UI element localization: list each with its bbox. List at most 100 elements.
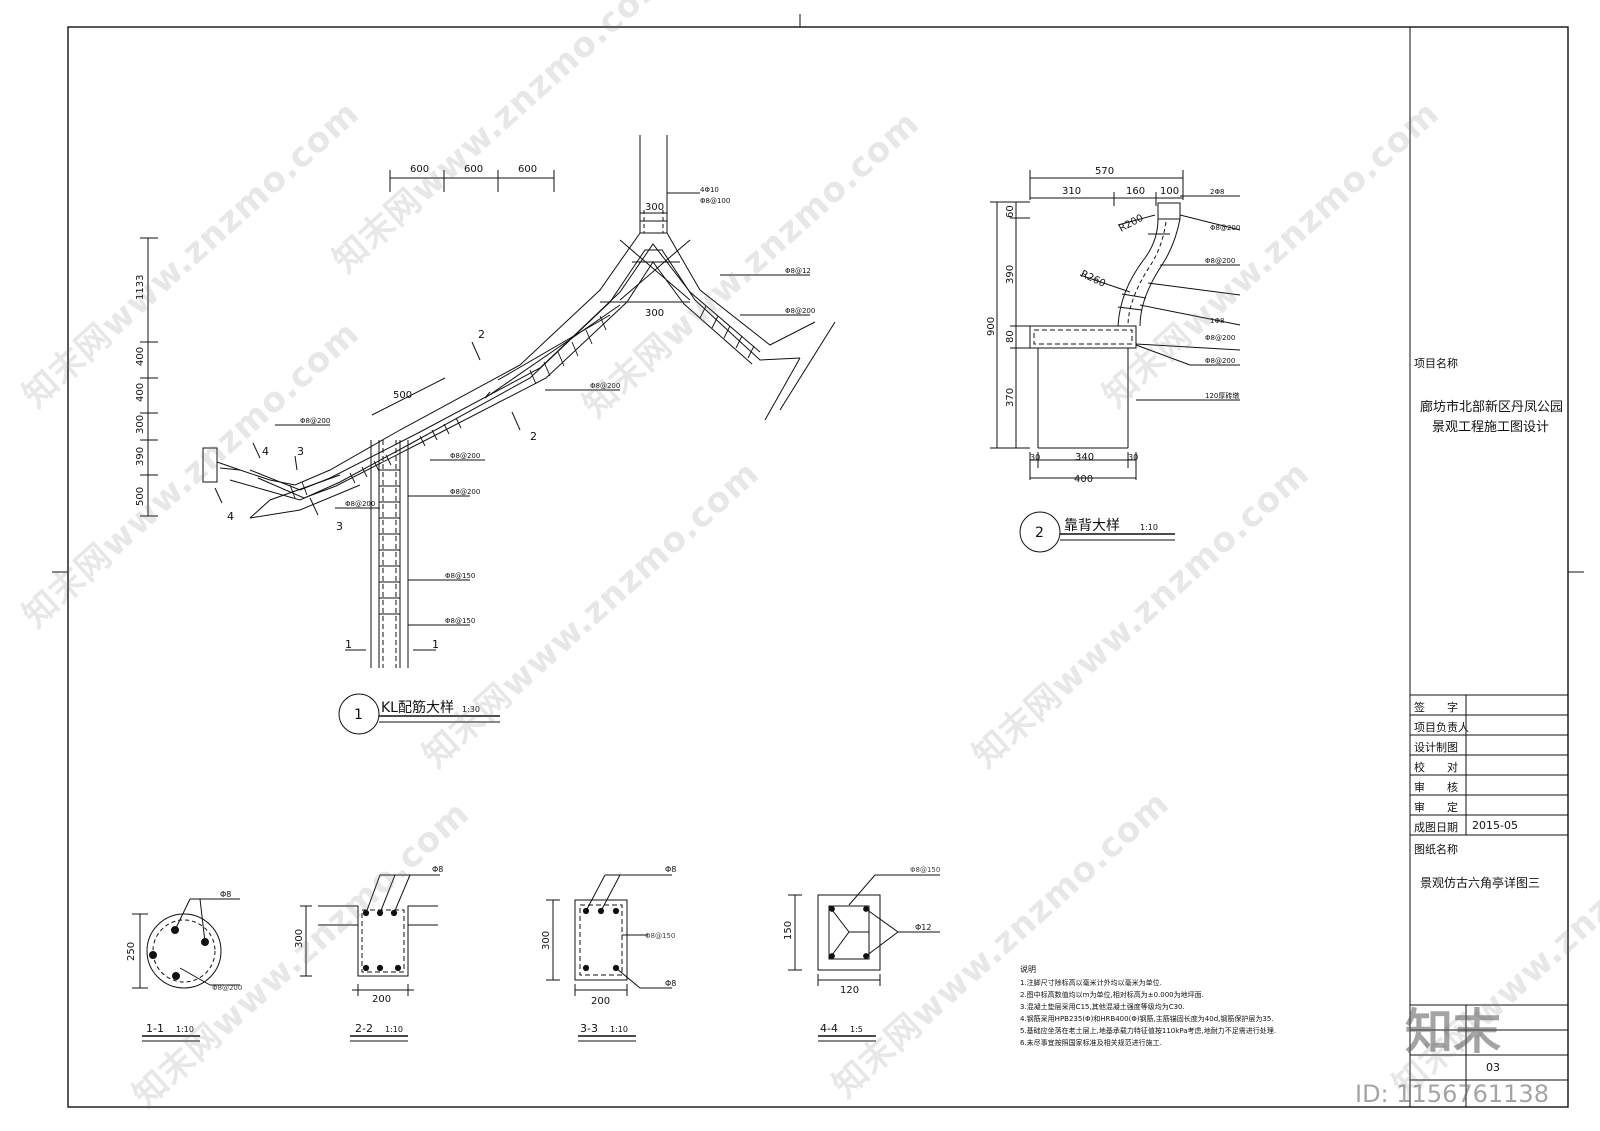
rebar-label-5: Φ8@200 — [590, 382, 620, 390]
sec3-scale: 1:10 — [610, 1025, 628, 1034]
sec4-label-1: Φ8@150 — [910, 866, 940, 874]
sec1-dim: 250 — [126, 942, 137, 961]
seat-detail — [990, 170, 1241, 553]
seat-dim-60: 60 — [1005, 205, 1016, 218]
notes-line-6: 6.未尽事宜按照国家标准及相关规范进行施工. — [1020, 1038, 1162, 1047]
detail-1-title: KL配筋大样 — [381, 699, 454, 716]
notes-line-3: 3.混凝土垫层采用C15,其他混凝土强度等级均为C30. — [1020, 1002, 1185, 1011]
sec2-label-1: Φ8 — [432, 865, 443, 874]
notes-line-4: 4.钢筋采用HPB235(Φ)和HRB400(Φ)钢筋,主筋锚固长度为40d,钢… — [1020, 1014, 1274, 1023]
project-name-line2: 景观工程施工图设计 — [1432, 420, 1550, 435]
sheet-number: 03 — [1486, 1061, 1500, 1074]
dim-left-1133: 1133 — [135, 275, 146, 300]
section-mark-1b: 1 — [432, 638, 439, 651]
section-4-4 — [788, 874, 940, 1042]
seat-dim-310: 310 — [1062, 186, 1081, 197]
sheet-frame — [67, 26, 1569, 1108]
sec4-dim-150: 150 — [783, 921, 794, 940]
dim-left-390: 390 — [135, 447, 146, 466]
dim-left-400b: 400 — [135, 383, 146, 402]
image-id: ID: 1156761138 — [1355, 1080, 1549, 1108]
seat-label-4: 1Φ8 — [1210, 317, 1224, 325]
row-label-checker: 校 对 — [1414, 761, 1458, 774]
seat-dim-900: 900 — [986, 317, 997, 336]
seat-dim-100: 100 — [1160, 186, 1179, 197]
rebar-label-11: Φ8@200 — [345, 500, 375, 508]
post-width-mid: 300 — [645, 308, 664, 319]
row-label-reviewer: 审 核 — [1414, 781, 1458, 794]
seat-dim-30a: 30 — [1030, 453, 1040, 462]
sec3-dim-300: 300 — [541, 931, 552, 950]
dim-left-400a: 400 — [135, 347, 146, 366]
project-label: 项目名称 — [1414, 357, 1458, 370]
detail-2-number: 2 — [1035, 525, 1044, 541]
sec1-label-2: Φ8@200 — [212, 984, 242, 992]
seat-dim-160: 160 — [1126, 186, 1145, 197]
drawing-label: 图纸名称 — [1414, 843, 1458, 856]
row-label-sign: 签 字 — [1414, 701, 1458, 714]
rebar-label-3: Φ8@12 — [785, 267, 811, 275]
sec4-title: 4-4 — [820, 1022, 838, 1035]
detail-2-title: 靠背大样 — [1064, 518, 1120, 534]
sec2-title: 2-2 — [355, 1022, 373, 1035]
post-width-top: 300 — [645, 202, 664, 213]
row-value-date: 2015-05 — [1472, 819, 1518, 832]
seat-dim-370: 370 — [1005, 388, 1016, 407]
sec2-scale: 1:10 — [385, 1025, 403, 1034]
seat-r260: R260 — [1079, 269, 1107, 290]
sec3-label-2: Φ8@150 — [645, 932, 675, 940]
detail-1-number: 1 — [354, 707, 363, 723]
seat-label-1: 2Φ8 — [1210, 188, 1224, 196]
section-mark-1a: 1 — [345, 638, 352, 651]
seat-dim-30b: 30 — [1128, 453, 1138, 462]
seat-dim-340: 340 — [1075, 452, 1094, 463]
dim-top-1: 600 — [410, 164, 429, 175]
seat-label-2: Φ8@200 — [1210, 224, 1240, 232]
row-label-lead: 项目负责人 — [1414, 721, 1469, 734]
rebar-label-8: Φ8@150 — [445, 572, 475, 580]
row-label-drafter: 设计制图 — [1414, 741, 1458, 754]
row-label-approver: 审 定 — [1414, 801, 1458, 814]
dim-left-300: 300 — [135, 415, 146, 434]
brand-logo: 知末 — [1405, 1004, 1502, 1060]
seat-label-6: Φ8@200 — [1205, 357, 1235, 365]
sec2-dim-300: 300 — [294, 929, 305, 948]
sec1-label-1: Φ8 — [220, 890, 231, 899]
sec3-dim-200: 200 — [591, 996, 610, 1007]
row-label-date: 成图日期 — [1414, 821, 1458, 834]
sec2-dim-200: 200 — [372, 994, 391, 1005]
dim-left-500: 500 — [135, 487, 146, 506]
seat-dim-total: 570 — [1095, 166, 1114, 177]
seat-label-7: 120厚砖墩 — [1205, 391, 1239, 400]
section-mark-3a: 3 — [297, 445, 304, 458]
seat-label-5: Φ8@200 — [1205, 334, 1235, 342]
sec3-title: 3-3 — [580, 1022, 598, 1035]
rebar-label-9: Φ8@150 — [445, 617, 475, 625]
section-mark-2a: 2 — [478, 328, 485, 341]
section-1-1 — [132, 898, 240, 1042]
sec3-label-3: Φ8 — [665, 979, 676, 988]
dim-top-3: 600 — [518, 164, 537, 175]
section-mark-4b: 4 — [227, 510, 234, 523]
section-mark-3b: 3 — [336, 520, 343, 533]
section-mark-2b: 2 — [530, 430, 537, 443]
seat-dim-80: 80 — [1005, 330, 1016, 343]
drawing-name: 景观仿古六角亭详图三 — [1420, 876, 1541, 890]
sec3-label-1: Φ8 — [665, 865, 676, 874]
kl-detail — [140, 135, 836, 735]
rebar-label-6: Φ8@200 — [450, 452, 480, 460]
sec1-scale: 1:10 — [176, 1025, 194, 1034]
dim-500-slope: 500 — [393, 390, 412, 401]
rebar-label-2: Φ8@100 — [700, 197, 730, 205]
rebar-label-7: Φ8@200 — [450, 488, 480, 496]
section-mark-4a: 4 — [262, 445, 269, 458]
seat-label-3: Φ8@200 — [1205, 257, 1235, 265]
rebar-label-10: Φ8@200 — [300, 417, 330, 425]
seat-dim-390: 390 — [1005, 265, 1016, 284]
section-3-3 — [546, 874, 672, 1042]
section-2-2 — [300, 874, 440, 1042]
notes-line-1: 1.注脚尺寸除标高以毫米计外均以毫米为单位. — [1020, 978, 1162, 987]
sec1-title: 1-1 — [146, 1022, 164, 1035]
sec4-label-2: Φ12 — [915, 923, 931, 932]
